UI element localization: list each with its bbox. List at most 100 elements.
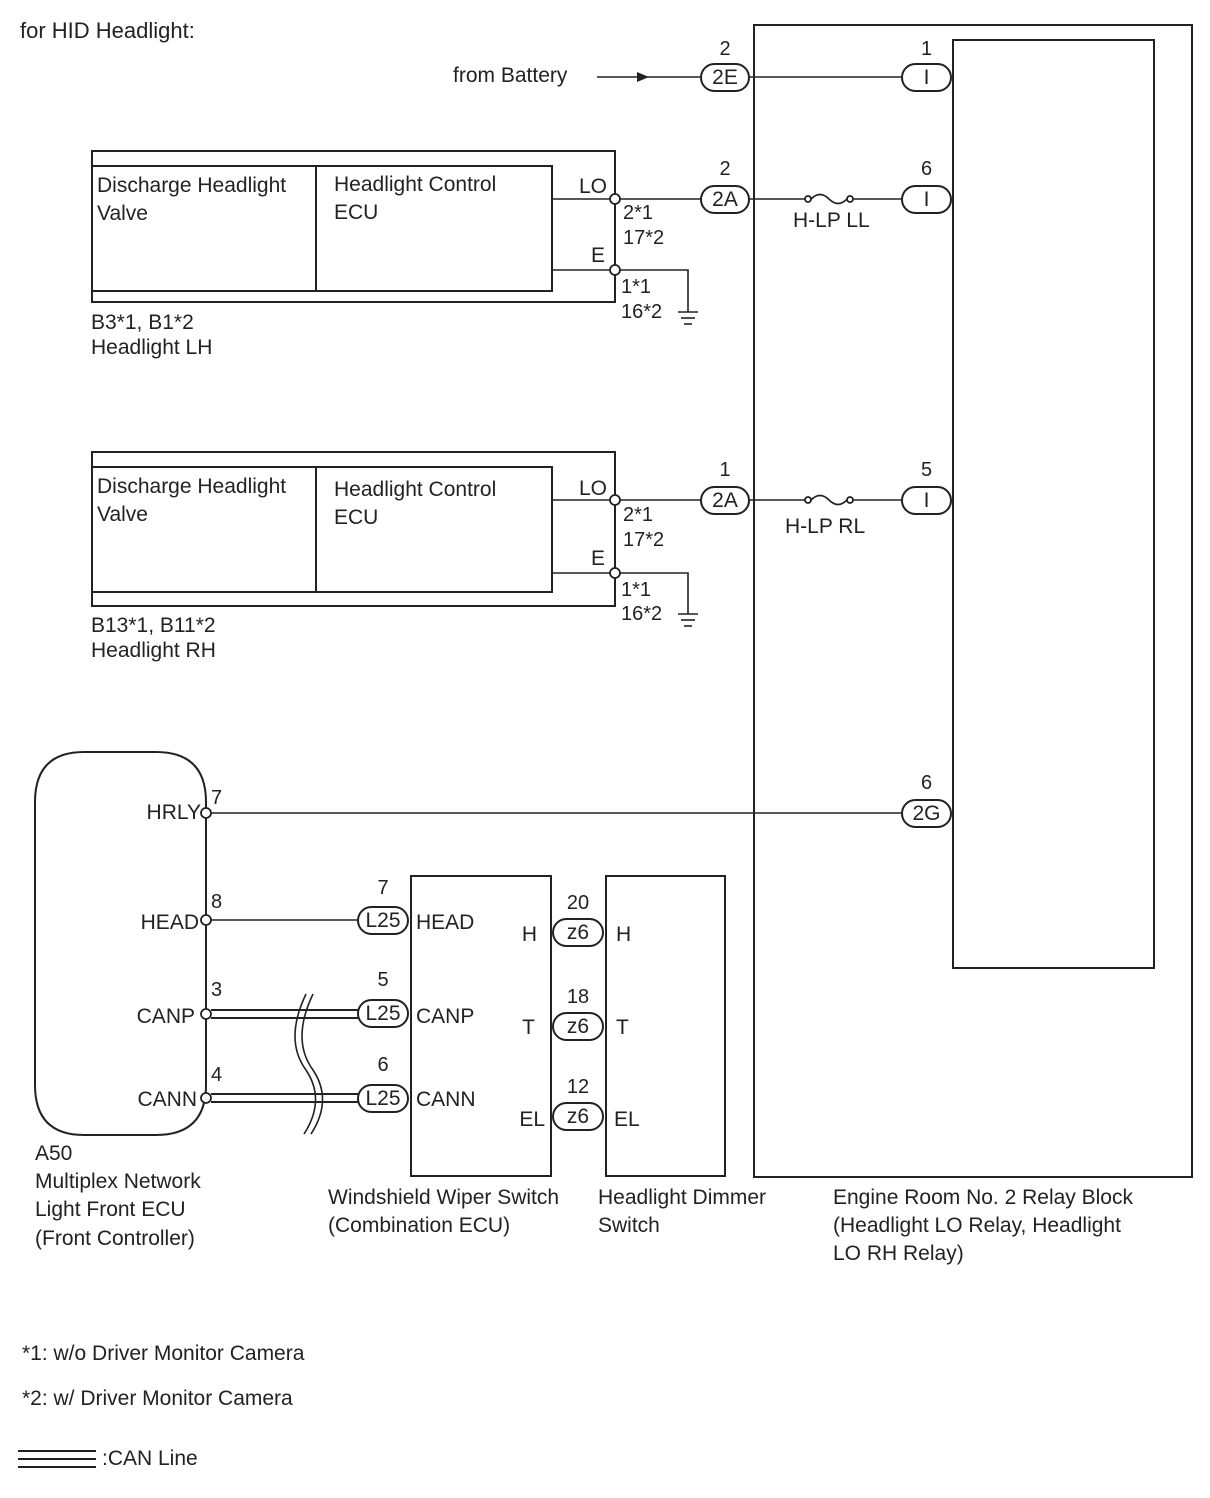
battery-label: from Battery [453, 64, 568, 87]
fuse-h-lp-ll: H-LP LL [749, 193, 902, 232]
connector-i1-shape [901, 63, 952, 92]
headlight-lh-pin-e: E [591, 244, 605, 267]
connector-2e: 2E 2 [700, 38, 750, 92]
dimmer-switch-pin-h: H [616, 923, 631, 946]
connector-l25-canp: L25 5 [357, 969, 409, 1028]
fuse-ll-icon [810, 193, 848, 205]
battery-feed: from Battery [453, 64, 902, 87]
headlight-lh-pin-lo: LO [579, 175, 607, 198]
headlight-lh-ecu-label-2: ECU [334, 201, 378, 224]
front-ecu-pin-head-label: HEAD [141, 911, 199, 934]
headlight-rh-pin-e: E [591, 547, 605, 570]
connector-2a-rh-pin: 1 [719, 459, 730, 481]
connector-z6-t-code: z6 [567, 1015, 589, 1038]
headlight-rh-lo-pins-1: 2*1 [623, 504, 653, 526]
fuse-ll-terminal-left [804, 195, 812, 203]
headlight-lh-valve-label-1: Discharge Headlight [97, 174, 286, 197]
connector-i-pin-6: I 6 [901, 158, 952, 214]
headlight-lh-e-pins-2: 16*2 [621, 301, 662, 323]
connector-2g-shape [901, 799, 952, 828]
headlight-rh-pin-lo: LO [579, 477, 607, 500]
connector-z6-el-shape [552, 1102, 604, 1131]
front-ecu-pin-cann-num: 4 [211, 1064, 222, 1086]
front-ecu-name-line-3: (Front Controller) [35, 1227, 195, 1250]
headlight-lh-lo-pins-1: 2*1 [623, 202, 653, 224]
front-ecu-code: A50 [35, 1142, 72, 1165]
fuse-rl-terminal-right [846, 496, 854, 504]
connector-i5-shape [901, 486, 952, 515]
relay-block-name-line-3: LO RH Relay) [833, 1242, 964, 1265]
fuse-ll-label: H-LP LL [793, 209, 870, 232]
headlight-rh-name: Headlight RH [91, 639, 216, 662]
wiper-switch-pin-h: H [522, 923, 537, 946]
connector-l25-canp-shape [357, 999, 409, 1028]
connector-2e-code: 2E [712, 66, 738, 89]
headlight-rh-ground-wire [619, 572, 689, 614]
connector-2a-lh-code: 2A [712, 188, 738, 211]
connector-z6-el-pin: 12 [567, 1076, 589, 1098]
connector-z6-t: z6 18 [552, 986, 604, 1041]
front-ecu-canp-terminal [200, 1008, 212, 1020]
connector-2a-rh: 2A 1 [700, 459, 750, 515]
wiper-switch-name-line-2: (Combination ECU) [328, 1214, 510, 1237]
connector-i1-pin: 1 [921, 38, 932, 60]
front-ecu-cann-terminal [200, 1092, 212, 1104]
headlight-lh-ground-wire [619, 269, 689, 312]
fuse-h-lp-rl: H-LP RL [749, 494, 902, 538]
headlight-rh-lo-pins-2: 17*2 [623, 529, 664, 551]
note-1: *1: w/o Driver Monitor Camera [22, 1342, 305, 1365]
can-break-mark-2 [301, 993, 324, 1135]
connector-i1-code: I [924, 66, 930, 89]
fuse-rl-terminal-left [804, 496, 812, 504]
headlight-lh-code: B3*1, B1*2 [91, 311, 194, 334]
front-ecu-pin-hrly-label: HRLY [147, 801, 201, 824]
headlight-rh-lo-terminal [609, 494, 621, 506]
connector-2e-pin: 2 [719, 38, 730, 60]
headlight-rh-e-pins-2: 16*2 [621, 603, 662, 625]
wiper-switch-pin-canp: CANP [416, 1005, 474, 1028]
wiper-switch-pin-cann: CANN [416, 1088, 476, 1111]
connector-i-pin-5: I 5 [901, 459, 952, 515]
relay-block-outer-box [753, 24, 1193, 1178]
connector-i-pin-1: I 1 [901, 38, 952, 92]
connector-i6-shape [901, 185, 952, 214]
diagram-title: for HID Headlight: [20, 18, 195, 43]
connector-2a-lh-pin: 2 [719, 158, 730, 180]
headlight-rh-code: B13*1, B11*2 [91, 614, 216, 637]
headlight-rh-e-terminal [609, 567, 621, 579]
dimmer-switch-pin-el: EL [614, 1108, 640, 1131]
connector-i6-code: I [924, 188, 930, 211]
dimmer-switch-name-line-2: Switch [598, 1214, 660, 1237]
headlight-lh-lo-terminal [609, 193, 621, 205]
front-ecu-box [34, 751, 207, 1136]
relay-block-name-line-2: (Headlight LO Relay, Headlight [833, 1214, 1121, 1237]
dimmer-switch: H T EL Headlight Dimmer Switch [598, 875, 766, 1237]
relay-block-inner-box [952, 39, 1155, 969]
front-ecu-head-terminal [200, 914, 212, 926]
dimmer-switch-box [605, 875, 726, 1177]
connector-2a-rh-code: 2A [712, 489, 738, 512]
headlight-lh-e-pins-1: 1*1 [621, 276, 651, 298]
connector-l25-cann-shape [357, 1084, 409, 1113]
headlight-rh-valve-label-1: Discharge Headlight [97, 475, 286, 498]
connector-2e-shape [700, 63, 750, 92]
headlight-rh-ecu-box [315, 466, 553, 593]
connector-2g: 2G 6 [901, 772, 952, 828]
legend-can-line: :CAN Line [18, 1447, 198, 1470]
headlight-lh-valve-label-2: Valve [97, 202, 148, 225]
connector-2a-lh: 2A 2 [700, 158, 750, 214]
connector-z6-t-shape [552, 1012, 604, 1041]
dimmer-switch-name-line-1: Headlight Dimmer [598, 1186, 766, 1209]
connector-i6-pin: 6 [921, 158, 932, 180]
front-ecu-pin-canp-num: 3 [211, 979, 222, 1001]
front-ecu-pin-cann-label: CANN [137, 1088, 197, 1111]
headlight-lh-ecu-label-1: Headlight Control [334, 173, 496, 196]
connector-z6-el: z6 12 [552, 1076, 604, 1131]
wiper-switch-pin-t: T [522, 1016, 535, 1039]
front-ecu-name-line-1: Multiplex Network [35, 1170, 201, 1193]
fuse-rl-icon [810, 494, 848, 506]
connector-z6-t-pin: 18 [567, 986, 589, 1008]
fuse-rl-label: H-LP RL [785, 515, 865, 538]
front-ecu-pin-canp-label: CANP [137, 1005, 195, 1028]
relay-block: Engine Room No. 2 Relay Block (Headlight… [753, 24, 1193, 1265]
